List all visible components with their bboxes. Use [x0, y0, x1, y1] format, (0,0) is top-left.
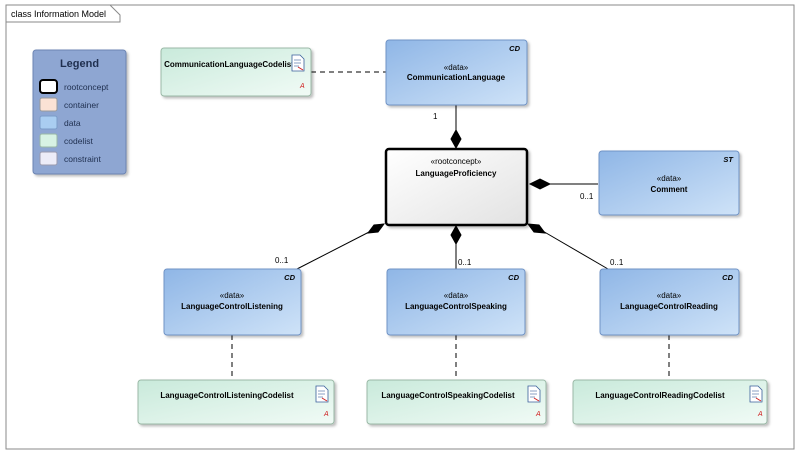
codelist-icon	[749, 385, 763, 403]
class-box	[385, 39, 528, 106]
composition-diamond-right-bottom	[526, 223, 547, 234]
legend-label-codelist: codelist	[64, 136, 93, 146]
class-communication-language-codelist[interactable]: CommunicationLanguageCodelist A	[160, 47, 312, 97]
class-language-control-speaking-codelist[interactable]: LanguageControlSpeakingCodelist A	[366, 379, 547, 425]
legend-label-rootconcept: rootconcept	[64, 82, 109, 92]
class-name: LanguageControlReadingCodelist	[595, 391, 725, 400]
multiplicity-listening: 0..1	[275, 256, 289, 265]
class-tag: CD	[508, 273, 519, 282]
association-reading	[540, 229, 609, 270]
class-name: Comment	[651, 185, 688, 194]
composition-diamond-left-bottom	[366, 223, 386, 234]
legend-title: Legend	[60, 58, 99, 70]
codelist-icon	[291, 54, 305, 72]
class-tag: ST	[723, 155, 734, 164]
class-language-control-reading[interactable]: CD «data» LanguageControlReading	[599, 268, 740, 336]
multiplicity-communication-language: 1	[433, 112, 438, 121]
codelist-icon-glyph: A	[535, 411, 541, 418]
class-name: LanguageProficiency	[416, 169, 497, 178]
class-box	[137, 379, 335, 425]
legend-label-data: data	[64, 118, 81, 128]
composition-diamond-center-bottom	[450, 224, 462, 246]
class-name: LanguageControlSpeakingCodelist	[381, 391, 515, 400]
class-name: CommunicationLanguage	[407, 73, 506, 82]
composition-diamond-right	[528, 178, 552, 190]
legend: Legend rootconcept container data codeli…	[32, 49, 127, 175]
legend-swatch-container	[39, 97, 58, 112]
class-name: CommunicationLanguageCodelist	[164, 60, 294, 69]
class-box	[386, 268, 526, 336]
class-communication-language[interactable]: CD «data» CommunicationLanguage	[385, 39, 528, 106]
class-name: LanguageControlReading	[620, 302, 718, 311]
class-tag: CD	[284, 273, 295, 282]
class-stereotype: «data»	[657, 291, 682, 300]
multiplicity-comment: 0..1	[580, 192, 594, 201]
legend-label-container: container	[64, 100, 99, 110]
class-stereotype: «data»	[657, 174, 682, 183]
codelist-icon	[527, 385, 541, 403]
class-stereotype: «data»	[220, 291, 245, 300]
class-box	[599, 268, 740, 336]
class-name: LanguageControlListeningCodelist	[160, 391, 294, 400]
legend-swatch-codelist	[39, 133, 58, 148]
multiplicity-reading: 0..1	[610, 258, 624, 267]
class-stereotype: «data»	[444, 63, 469, 72]
class-box	[598, 150, 740, 216]
frame-title-tab	[5, 4, 121, 23]
class-language-control-reading-codelist[interactable]: LanguageControlReadingCodelist A	[572, 379, 768, 425]
multiplicity-speaking: 0..1	[458, 258, 472, 267]
class-language-control-listening-codelist[interactable]: LanguageControlListeningCodelist A	[137, 379, 335, 425]
class-box	[366, 379, 547, 425]
class-box	[160, 47, 312, 97]
class-tag: CD	[722, 273, 733, 282]
frame-title: class Information Model	[11, 9, 106, 19]
class-language-proficiency[interactable]: «rootconcept» LanguageProficiency	[384, 147, 529, 227]
legend-swatch-constraint	[39, 151, 58, 166]
class-language-control-listening[interactable]: CD «data» LanguageControlListening	[163, 268, 302, 336]
class-stereotype: «data»	[444, 291, 469, 300]
class-box	[384, 147, 529, 227]
legend-swatch-data	[39, 115, 58, 130]
class-tag: CD	[509, 44, 520, 53]
class-name: LanguageControlSpeaking	[405, 302, 507, 311]
class-comment[interactable]: ST «data» Comment	[598, 150, 740, 216]
class-name: LanguageControlListening	[181, 302, 283, 311]
composition-diamond-top	[450, 128, 462, 150]
codelist-icon-glyph: A	[757, 411, 763, 418]
association-listening	[296, 229, 374, 270]
class-stereotype: «rootconcept»	[431, 157, 482, 166]
class-box	[572, 379, 768, 425]
codelist-icon-glyph: A	[299, 83, 305, 90]
codelist-icon	[315, 385, 329, 403]
legend-label-constraint: constraint	[64, 154, 101, 164]
class-box	[163, 268, 302, 336]
codelist-icon-glyph: A	[323, 411, 329, 418]
legend-swatch-rootconcept	[39, 79, 58, 94]
class-language-control-speaking[interactable]: CD «data» LanguageControlSpeaking	[386, 268, 526, 336]
